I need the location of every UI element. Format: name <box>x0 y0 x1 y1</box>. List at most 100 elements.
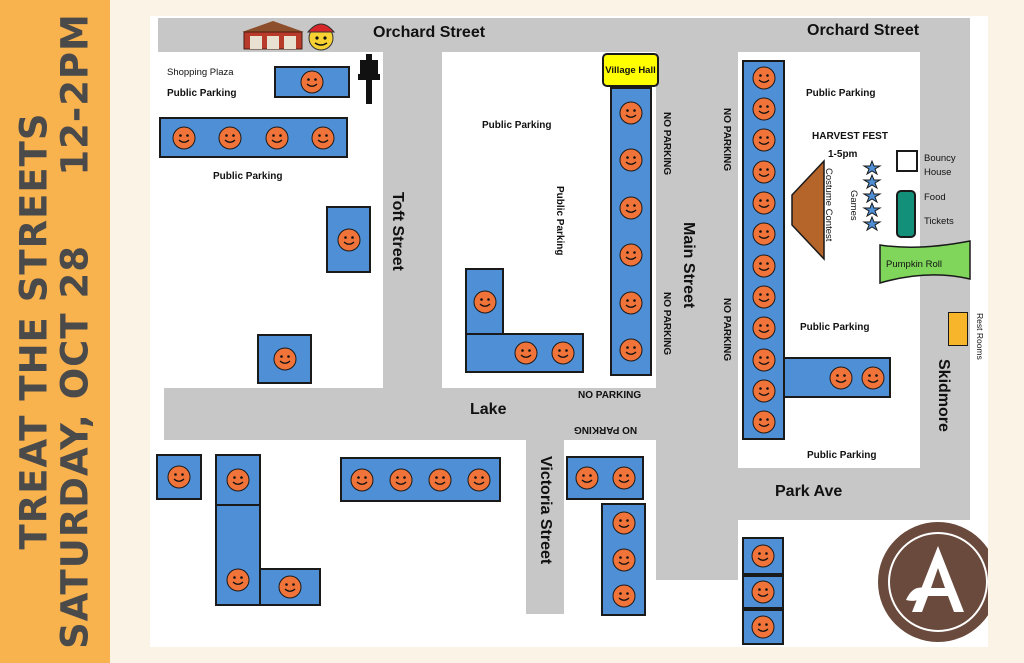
smiley-face-icon <box>226 568 250 592</box>
house-block <box>156 454 202 500</box>
star-icon <box>862 160 882 176</box>
star-icon <box>862 173 882 190</box>
smiley-face-icon <box>300 70 324 94</box>
smiley-face-icon <box>752 254 776 278</box>
smiley-face-icon <box>752 66 776 90</box>
street-label-main: Main Street <box>680 222 697 309</box>
smiley-face-icon <box>752 316 776 340</box>
harvest-fest-time: 1-5pm <box>828 149 858 160</box>
smiley-face-icon <box>619 196 643 220</box>
street-label-park-ave: Park Ave <box>775 483 843 500</box>
smiley-face-icon <box>265 126 289 150</box>
street-label-orchard-right: Orchard Street <box>807 22 920 39</box>
smiley-face-icon <box>751 615 775 639</box>
label-public-parking-5: Public Parking <box>806 88 876 99</box>
smiley-face-icon <box>752 348 776 372</box>
road-main-street <box>656 52 738 580</box>
label-no-parking-lake-inverted: NO PARKING <box>574 424 638 435</box>
smiley-face-icon <box>752 285 776 309</box>
label-no-parking-west-fest-2: NO PARKING <box>721 298 732 362</box>
label-no-parking-main-east-2: NO PARKING <box>661 292 672 356</box>
house-block <box>326 206 371 273</box>
house-block <box>742 60 785 440</box>
traffic-light-icon <box>358 54 380 104</box>
house-block <box>274 66 350 98</box>
road-toft-street <box>383 52 442 428</box>
village-hall-label: Village Hall <box>605 64 656 76</box>
house-block <box>566 456 644 500</box>
costume-contest-stage <box>791 159 825 261</box>
smiley-face-icon <box>337 228 361 252</box>
label-tickets: Tickets <box>924 216 954 227</box>
house-block <box>465 333 584 373</box>
smiley-face-icon <box>752 410 776 434</box>
smiley-face-icon <box>612 584 636 608</box>
label-public-parking-3: Public Parking <box>482 120 552 131</box>
smiley-face-icon <box>752 97 776 121</box>
house-block <box>215 504 261 606</box>
smiley-face-icon <box>473 290 497 314</box>
event-banner: TREAT THE STREETS SATURDAY, OCT 28 12-2P… <box>0 0 110 663</box>
label-public-parking-1: Public Parking <box>167 88 237 99</box>
bouncy-house-marker <box>896 150 918 172</box>
street-label-toft: Toft Street <box>389 192 406 271</box>
smiley-face-icon <box>619 338 643 362</box>
smiley-face-icon <box>218 126 242 150</box>
label-food: Food <box>924 192 946 203</box>
house-block <box>783 357 891 398</box>
house-block <box>610 87 652 376</box>
smiley-face-icon <box>311 126 335 150</box>
games-stations <box>862 160 882 232</box>
acorn-a-logo <box>878 522 988 642</box>
smiley-face-icon <box>551 341 575 365</box>
label-shopping-plaza: Shopping Plaza <box>167 67 234 78</box>
street-label-skidmore: Skidmore <box>935 359 952 432</box>
house-block <box>159 117 348 158</box>
house-block <box>465 268 504 335</box>
smiley-face-icon <box>751 580 775 604</box>
smiley-face-icon <box>612 466 636 490</box>
smiley-face-icon <box>172 126 196 150</box>
house-block <box>601 503 646 616</box>
label-public-parking-2: Public Parking <box>213 171 283 182</box>
house-block <box>215 454 261 506</box>
street-map: Orchard Street Orchard Street Toft Stree… <box>150 16 988 647</box>
street-label-lake: Lake <box>470 401 507 418</box>
smiley-face-icon <box>167 465 191 489</box>
label-rest-rooms: Rest Rooms <box>975 313 985 360</box>
firefighter-icon <box>306 23 336 51</box>
house-block <box>257 334 312 384</box>
smiley-face-icon <box>619 291 643 315</box>
smiley-face-icon <box>226 468 250 492</box>
smiley-face-icon <box>752 128 776 152</box>
label-costume-contest: Costume Contest <box>823 168 834 242</box>
pumpkin-roll-area <box>879 240 971 284</box>
label-bouncy-house: Bouncy House <box>924 153 956 179</box>
smiley-face-icon <box>752 191 776 215</box>
event-banner-text: TREAT THE STREETS SATURDAY, OCT 28 12-2P… <box>13 13 97 649</box>
smiley-face-icon <box>350 468 374 492</box>
smiley-face-icon <box>619 148 643 172</box>
house-block <box>742 537 784 575</box>
village-hall-sign: Village Hall <box>602 53 659 87</box>
smiley-face-icon <box>619 243 643 267</box>
label-no-parking-main-east: NO PARKING <box>661 112 672 176</box>
label-no-parking-west-fest: NO PARKING <box>721 108 732 172</box>
smiley-face-icon <box>752 379 776 403</box>
star-icon <box>862 187 882 204</box>
street-label-orchard-left: Orchard Street <box>373 24 486 41</box>
smiley-face-icon <box>467 468 491 492</box>
star-icon <box>862 201 882 218</box>
rest-rooms-marker <box>948 312 968 346</box>
star-icon <box>862 215 882 232</box>
smiley-face-icon <box>612 548 636 572</box>
smiley-face-icon <box>752 160 776 184</box>
smiley-face-icon <box>575 466 599 490</box>
food-tickets-booth <box>896 190 916 238</box>
road-lake <box>164 388 724 440</box>
smiley-face-icon <box>861 366 885 390</box>
event-date-time: SATURDAY, OCT 28 12-2PM <box>54 13 97 649</box>
label-public-parking-7: Public Parking <box>807 450 877 461</box>
label-pumpkin-roll: Pumpkin Roll <box>886 259 942 270</box>
house-block <box>259 568 321 606</box>
